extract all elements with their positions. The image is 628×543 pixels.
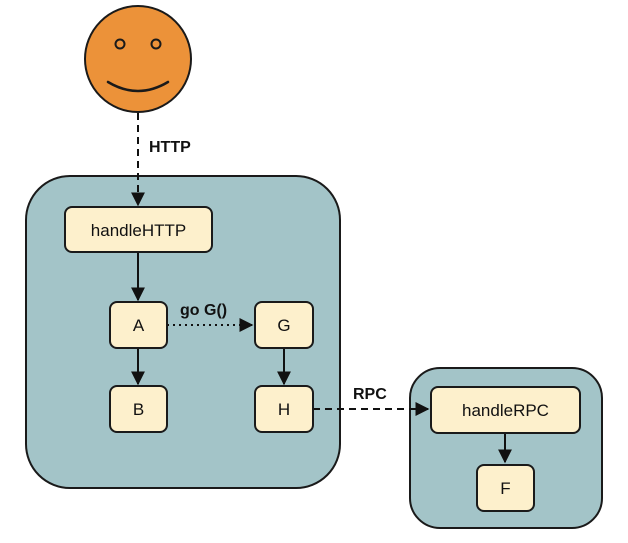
node-g: G — [254, 301, 314, 349]
edge-label-rpc: RPC — [353, 386, 387, 403]
node-handlerpc-label: handleRPC — [462, 401, 549, 420]
node-f-label: F — [500, 479, 510, 498]
node-handlehttp-label: handleHTTP — [91, 221, 186, 240]
edge-label-go: go G() — [180, 302, 227, 319]
node-handlehttp: handleHTTP — [64, 206, 213, 253]
node-g-label: G — [277, 316, 290, 335]
node-a: A — [109, 301, 168, 349]
node-handlerpc: handleRPC — [430, 386, 581, 434]
node-h: H — [254, 385, 314, 433]
node-a-label: A — [133, 316, 145, 335]
node-h-label: H — [278, 400, 290, 419]
node-b-label: B — [133, 400, 144, 419]
smiley-face-icon — [84, 5, 192, 113]
edge-label-http: HTTP — [149, 139, 191, 156]
node-b: B — [109, 385, 168, 433]
node-f: F — [476, 464, 535, 512]
